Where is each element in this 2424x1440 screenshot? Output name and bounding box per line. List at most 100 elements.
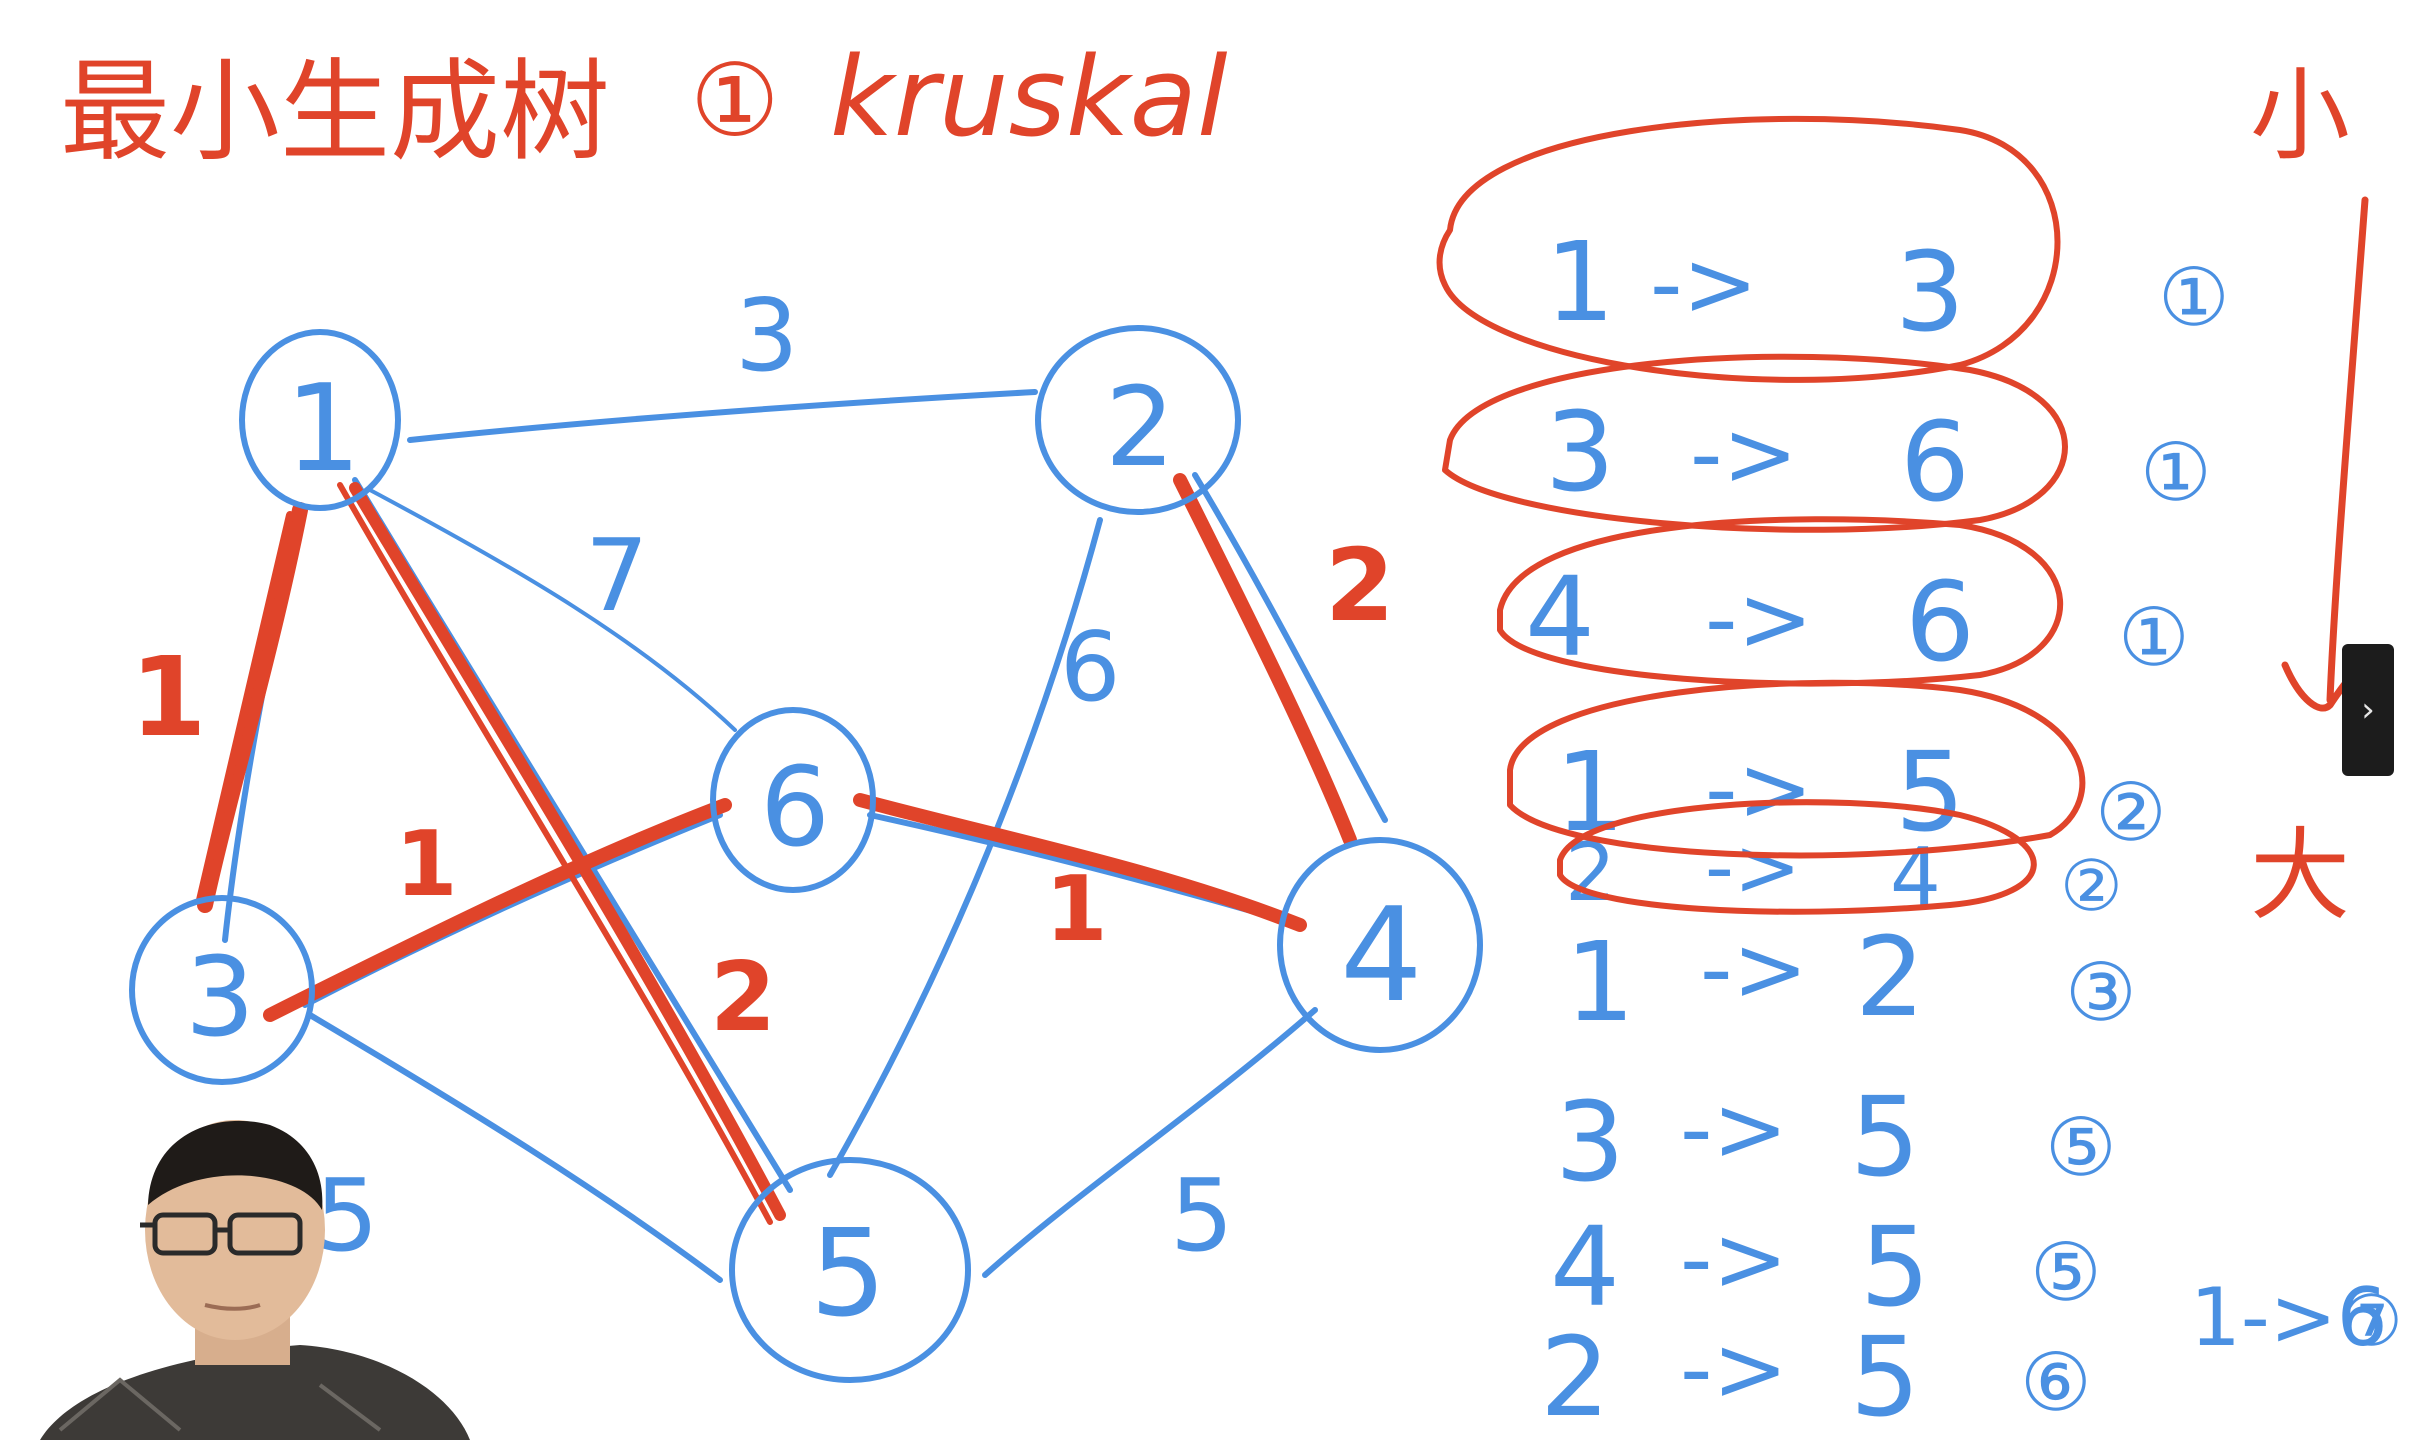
title-method-number: ① [690, 42, 780, 159]
node-1: 1 [239, 329, 401, 511]
graph-nodes: 1 2 3 4 5 6 [129, 325, 1483, 1383]
row-5-weight: ② [2060, 845, 2123, 927]
mst-weight-2-4: 2 [1325, 527, 1395, 644]
node-5-label: 5 [810, 1205, 886, 1344]
edge-1-2 [407, 389, 1038, 443]
glasses-icon [140, 1212, 303, 1256]
row-4-weight: ② [2095, 766, 2167, 859]
edge-list-row-4: 1 -> 5 ② [1555, 728, 2167, 859]
select-oval-5 [1557, 799, 2037, 915]
mst-weight-6-4: 1 [1045, 857, 1108, 962]
edge-list-row-3: 4 -> 6 ① [1525, 553, 2190, 686]
mst-weight-3-6: 1 [395, 812, 458, 917]
row-6-weight: ③ [2065, 946, 2137, 1039]
row-9-from: 2 [1540, 1313, 1610, 1440]
sidebar-toggle-button[interactable]: › [2342, 644, 2394, 776]
select-oval-3 [1497, 516, 2064, 687]
edge-3-5 [307, 1012, 723, 1283]
edge-list-row-7: 3 -> 5 ⑤ [1555, 1073, 2117, 1206]
select-oval-1 [1436, 115, 2061, 383]
weight-3-5: 5 [315, 1157, 379, 1274]
node-2: 2 [1035, 325, 1241, 515]
edge-list-extra-note: 1->6 ⑦ [2190, 1271, 2403, 1364]
mst-edge-1-3-stroke2 [196, 511, 294, 904]
mst-weight-labels: 1 1 1 2 2 [130, 527, 1395, 1053]
edge-list-row-2: 3 -> 6 ① [1545, 388, 2212, 526]
edge-1-6 [368, 488, 737, 732]
weight-2-5: 6 [1060, 613, 1120, 723]
row-9-arrow: -> [1680, 1317, 1788, 1422]
title-heading: 最小生成树 [60, 48, 610, 176]
mst-edge-1-3 [197, 502, 308, 913]
edge-4-5 [982, 1007, 1318, 1278]
row-7-arrow: -> [1680, 1077, 1788, 1182]
edge-list-row-1: 1 -> 3 ① [1545, 218, 2230, 356]
extra-note-text: 1->6 [2190, 1271, 2388, 1364]
row-9-weight: ⑥ [2020, 1336, 2092, 1429]
mst-edge-3-6 [263, 798, 732, 1022]
edge-list-row-9: 2 -> 5 ⑥ [1540, 1313, 2092, 1440]
edge-2-5 [827, 517, 1103, 1178]
select-oval-2 [1442, 353, 2068, 533]
webcam-hair [148, 1120, 323, 1210]
node-2-label: 2 [1105, 363, 1175, 491]
mst-weight-1-3: 1 [130, 633, 207, 761]
row-1-from: 1 [1545, 218, 1615, 346]
node-6: 6 [710, 707, 876, 893]
node-4: 4 [1277, 837, 1483, 1053]
row-8-from: 4 [1550, 1203, 1620, 1331]
node-1-label: 1 [285, 360, 361, 499]
row-3-weight: ① [2118, 591, 2190, 684]
title-method-name: kruskal [830, 33, 1228, 161]
node-4-label: 4 [1340, 879, 1423, 1031]
weight-1-6: 7 [585, 517, 649, 634]
mst-weight-1-5: 2 [710, 943, 776, 1053]
row-8-weight: ⑤ [2030, 1226, 2102, 1319]
row-8-arrow: -> [1680, 1207, 1788, 1312]
extra-note-weight: ⑦ [2340, 1280, 2403, 1362]
order-scale: 小 大 [2250, 57, 2369, 934]
order-scale-arrow [2281, 196, 2369, 712]
row-7-from: 3 [1555, 1078, 1625, 1206]
webcam-mouth [204, 1303, 261, 1311]
row-4-to: 5 [1895, 728, 1965, 856]
mst-edge-6-4 [853, 793, 1307, 932]
row-9-to: 5 [1850, 1313, 1920, 1440]
edge-list-row-6: 1 -> 2 ③ [1565, 913, 2137, 1046]
row-5-arrow: -> [1705, 821, 1801, 914]
row-7-to: 5 [1850, 1073, 1920, 1201]
row-7-weight: ⑤ [2045, 1101, 2117, 1194]
mst-highlights [196, 473, 1357, 1225]
row-3-to: 6 [1905, 558, 1975, 686]
chevron-right-icon: › [2361, 690, 2375, 730]
row-2-to: 6 [1900, 398, 1970, 526]
order-scale-top-label: 小 [2250, 57, 2350, 174]
row-6-from: 1 [1565, 918, 1635, 1046]
row-6-arrow: -> [1700, 917, 1808, 1022]
row-1-arrow: -> [1650, 232, 1758, 337]
row-3-arrow: -> [1705, 567, 1813, 672]
row-8-to: 5 [1860, 1203, 1930, 1331]
row-1-to: 3 [1895, 228, 1965, 356]
row-2-from: 3 [1545, 388, 1615, 516]
edge-list-row-8: 4 -> 5 ⑤ [1550, 1203, 2102, 1331]
weight-4-5: 5 [1170, 1157, 1234, 1274]
edge-weight-labels: 3 7 6 5 5 [315, 277, 1234, 1274]
row-2-arrow: -> [1690, 402, 1798, 507]
edge-2-4 [1192, 472, 1388, 823]
node-6-label: 6 [760, 743, 830, 871]
row-1-weight: ① [2158, 251, 2230, 344]
mst-edge-1-5 [349, 482, 786, 1221]
node-3-label: 3 [185, 933, 255, 1061]
row-4-arrow: -> [1705, 737, 1813, 842]
select-oval-4 [1507, 679, 2086, 859]
row-2-weight: ① [2140, 426, 2212, 519]
mst-edge-1-5-stroke2 [337, 482, 773, 1225]
selected-edge-circles [1436, 115, 2086, 915]
webcam-overlay [40, 1120, 470, 1440]
weight-1-2: 3 [735, 277, 799, 394]
node-5: 5 [729, 1157, 971, 1383]
row-6-to: 2 [1855, 913, 1925, 1041]
webcam-shirt-pattern [58, 1377, 382, 1432]
